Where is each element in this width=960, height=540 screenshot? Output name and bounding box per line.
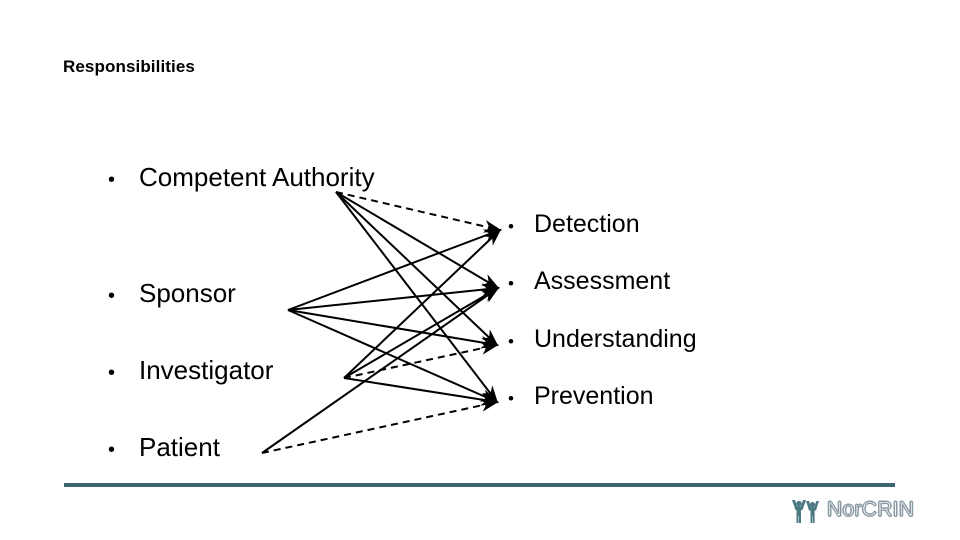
connector-investigator-to-prevention [343, 377, 499, 406]
bullet-glyph: • [508, 274, 514, 293]
connector-competent-authority-to-understanding [335, 191, 499, 347]
connector-sponsor-to-detection [287, 229, 502, 311]
connector-sponsor-to-prevention [287, 309, 499, 403]
bullet-glyph: • [508, 217, 514, 236]
list-item-understanding: • Understanding [508, 325, 697, 354]
logo-text: NorCRIN [826, 498, 915, 522]
list-item-label: Assessment [534, 267, 671, 295]
connector-competent-authority-to-detection [335, 191, 502, 233]
connector-investigator-to-detection [343, 228, 502, 379]
list-item-detection: • Detection [508, 210, 640, 239]
connector-competent-authority-to-prevention [335, 191, 499, 404]
people-figures-icon [792, 500, 819, 523]
norcrin-logo: NorCRIN [789, 497, 914, 527]
list-item-label: Prevention [534, 382, 654, 410]
list-item-label: Sponsor [139, 278, 236, 308]
bullet-glyph: • [108, 362, 116, 384]
connector-patient-to-prevention [261, 399, 499, 454]
list-item-competent-authority: • Competent Authority [108, 162, 375, 193]
bullet-glyph: • [508, 332, 514, 351]
list-item-label: Investigator [139, 355, 274, 385]
bullet-glyph: • [108, 285, 116, 307]
connector-patient-to-assessment [261, 286, 500, 454]
connector-investigator-to-assessment [343, 286, 500, 379]
list-item-patient: • Patient [108, 432, 220, 463]
list-item-assessment: • Assessment [508, 267, 670, 296]
footer-divider [64, 483, 895, 487]
connector-sponsor-to-assessment [287, 283, 500, 311]
list-item-label: Patient [139, 432, 220, 462]
list-item-sponsor: • Sponsor [108, 278, 236, 309]
connector-competent-authority-to-assessment [335, 191, 500, 290]
page-title: Responsibilities [63, 57, 195, 76]
list-item-prevention: • Prevention [508, 382, 654, 411]
list-item-label: Understanding [534, 325, 697, 353]
list-item-investigator: • Investigator [108, 355, 273, 386]
bullet-glyph: • [108, 439, 116, 461]
connector-sponsor-to-understanding [287, 309, 499, 349]
bullet-glyph: • [508, 389, 514, 408]
bullet-glyph: • [108, 169, 116, 191]
list-item-label: Competent Authority [139, 162, 375, 192]
connector-investigator-to-understanding [343, 342, 499, 379]
edge-layer [261, 191, 502, 454]
list-item-label: Detection [534, 210, 640, 238]
